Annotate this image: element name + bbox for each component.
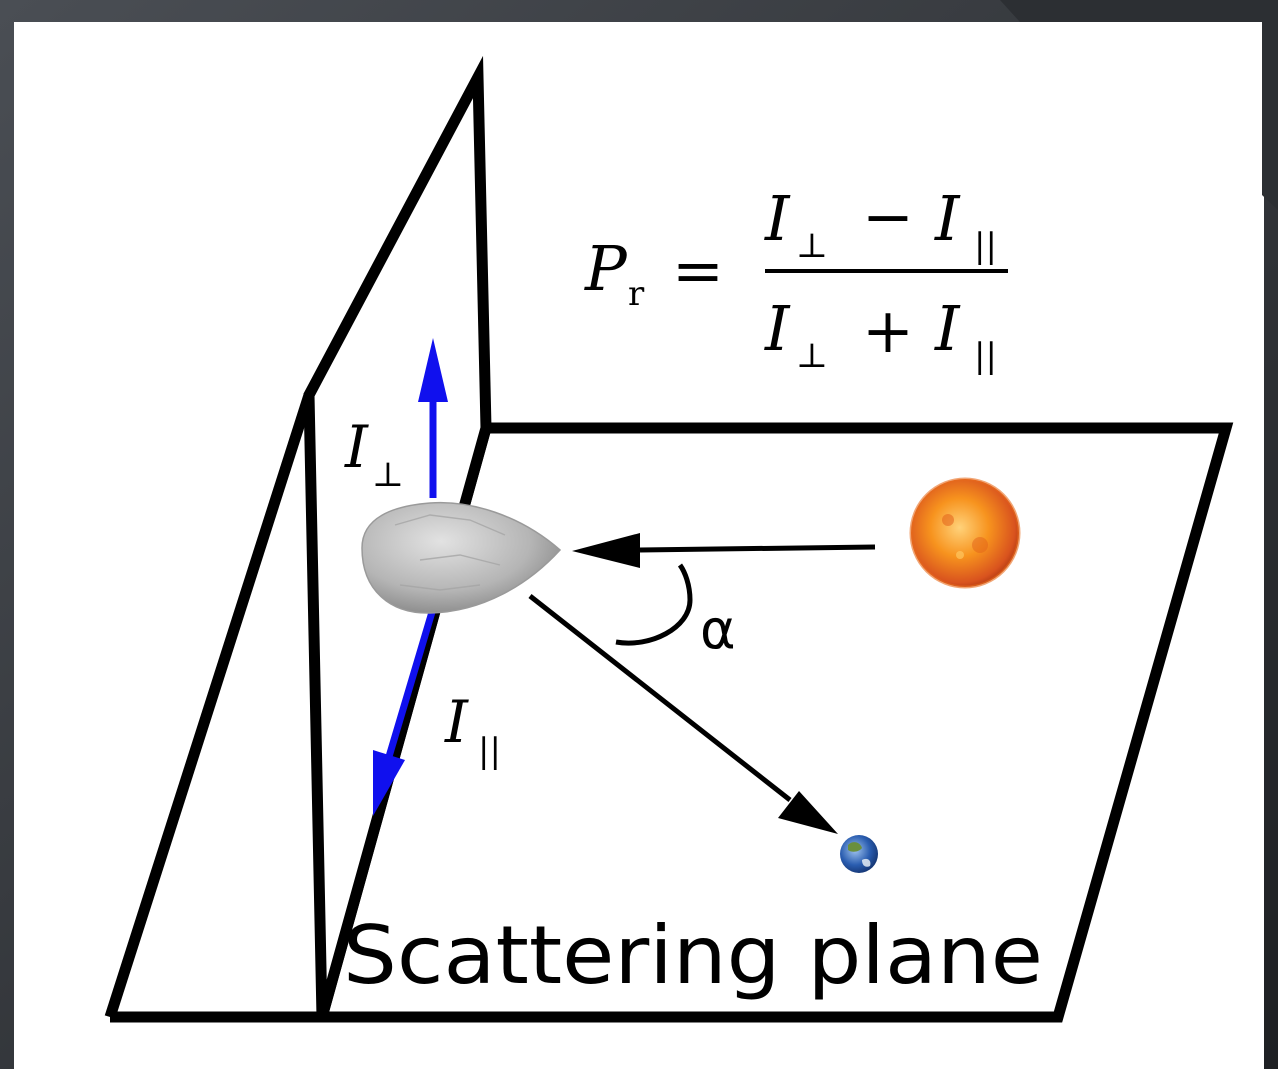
eq-den-i1: I (764, 292, 791, 365)
i-perp-label: I ⊥ (344, 413, 404, 495)
eq-den-i2: I (934, 292, 961, 365)
phase-angle-arc (615, 563, 693, 646)
sun-icon (909, 477, 1021, 589)
scattering-plane-label: Scattering plane (343, 909, 1043, 1002)
i-par-symbol: I (444, 688, 469, 756)
eq-den-op: + (862, 294, 914, 367)
incident-light-line (639, 544, 876, 553)
i-par-arrow (373, 611, 436, 816)
eq-lhs-subscript: r (628, 274, 645, 314)
scattered-light-line (528, 594, 792, 802)
eq-num-sub1: ⊥ (796, 226, 828, 266)
eq-den-sub2: || (974, 336, 997, 376)
asteroid-icon (361, 501, 562, 614)
eq-equals: = (672, 234, 724, 307)
eq-num-sub2: || (974, 226, 997, 266)
scattered-light-arrowhead (778, 791, 838, 834)
i-par-subscript: || (478, 731, 501, 771)
i-par-label: I || (444, 688, 501, 771)
phase-angle-label: α (700, 598, 736, 661)
eq-num-op: − (862, 180, 914, 253)
incident-light-arrowhead (572, 533, 640, 568)
eq-num-i2: I (934, 182, 961, 255)
eq-den-sub1: ⊥ (796, 336, 828, 376)
eq-lhs-symbol: P (584, 232, 628, 305)
i-perp-arrow (418, 338, 448, 498)
i-perp-subscript: ⊥ (372, 455, 404, 495)
earth-icon (840, 835, 878, 873)
frame-corner (1000, 0, 1278, 210)
vertical-plane-edge (104, 393, 315, 1019)
polarization-equation: P r = I ⊥ − I || I ⊥ + I || (584, 180, 1008, 376)
eq-num-i1: I (764, 182, 791, 255)
i-perp-symbol: I (344, 413, 369, 481)
